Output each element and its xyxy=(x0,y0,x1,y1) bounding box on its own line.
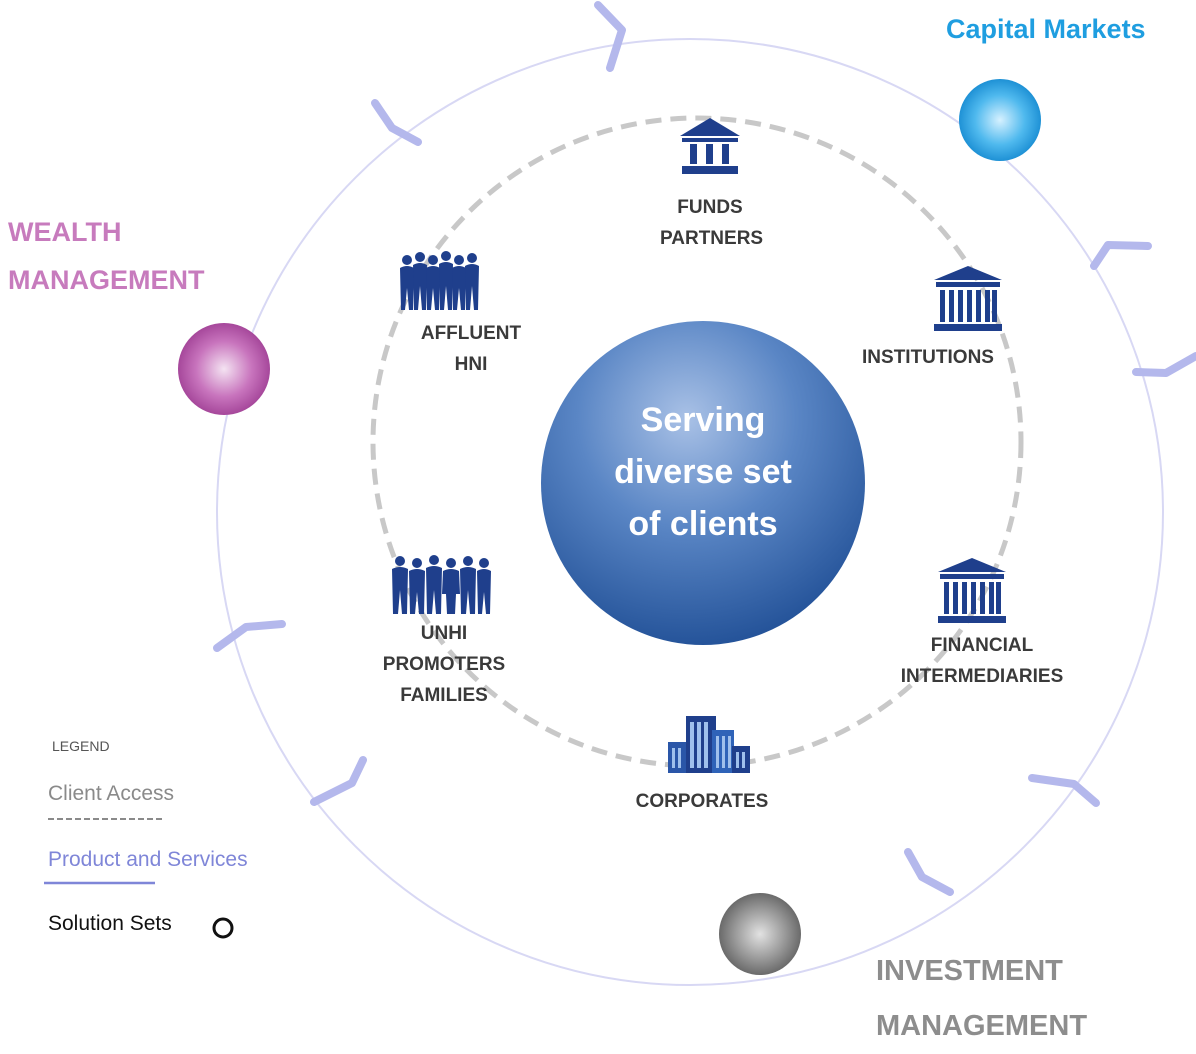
client-label-line: FINANCIAL xyxy=(930,635,1034,656)
ring-arrow xyxy=(310,756,367,806)
hub-label-line3: of clients xyxy=(628,505,778,543)
hub-label-line1: Serving xyxy=(640,401,766,439)
business-people-icon xyxy=(392,555,491,614)
client-label-line: PROMOTERS xyxy=(382,654,506,675)
ring-arrow xyxy=(594,1,626,72)
ring-arrow xyxy=(213,620,286,652)
product-services-ring xyxy=(216,38,1164,986)
legend-solution-sets-label: Solution Sets xyxy=(48,912,172,935)
hub-circle xyxy=(541,321,865,645)
client-label-line: HNI xyxy=(454,354,488,375)
legend-client-access-label: Client Access xyxy=(48,782,175,805)
wealth-management-ball xyxy=(178,323,270,415)
wealth-management-title: WEALTH MANAGEMENT xyxy=(8,208,205,304)
client-label-line: INTERMEDIARIES xyxy=(900,666,1064,687)
ring-arrow xyxy=(1132,352,1196,377)
columned-building-icon xyxy=(938,558,1006,623)
investment-management-title-line2: MANAGEMENT xyxy=(876,1010,1088,1042)
client-label-line: FAMILIES xyxy=(400,685,488,706)
client-label-line: AFFLUENT xyxy=(420,323,522,344)
columned-building-icon xyxy=(934,266,1002,331)
hub-label-line2: diverse set xyxy=(614,453,792,491)
investment-management-title: INVESTMENT MANAGEMENT xyxy=(876,944,1087,1054)
legend-solution-sets-swatch xyxy=(212,917,234,939)
investment-management-title-line1: INVESTMENT xyxy=(876,955,1063,987)
client-label-affluent-hni: AFFLUENT HNI xyxy=(396,318,546,380)
wealth-management-title-line1: WEALTH xyxy=(8,217,122,247)
ring-arrows xyxy=(213,1,1196,896)
legend-product-services-label: Product and Services xyxy=(48,848,248,871)
legend-title: LEGEND xyxy=(52,738,110,754)
client-label-financial-intermediaries: FINANCIAL INTERMEDIARIES xyxy=(874,630,1090,692)
ring-arrow xyxy=(371,99,422,146)
client-label-line: PARTNERS xyxy=(660,228,764,249)
capital-markets-title: Capital Markets xyxy=(946,14,1146,44)
client-label-funds-partners: FUNDS PARTNERS xyxy=(660,192,764,254)
client-label-line: CORPORATES xyxy=(635,791,769,812)
office-towers-icon xyxy=(668,716,750,773)
capital-markets-ball xyxy=(959,79,1041,161)
client-label-line: FUNDS xyxy=(677,197,743,218)
people-group-icon xyxy=(400,251,479,310)
hub-label: Serving diverse set of clients xyxy=(541,394,865,550)
bank-building-icon xyxy=(680,118,740,174)
investment-management-ball xyxy=(719,893,801,975)
client-label-line: INSTITUTIONS xyxy=(862,347,994,368)
wealth-management-title-line2: MANAGEMENT xyxy=(8,265,205,295)
ring-arrow xyxy=(1090,241,1152,270)
ring-arrow xyxy=(904,848,954,896)
client-label-institutions: INSTITUTIONS xyxy=(840,342,1016,373)
client-label-line: UNHI xyxy=(420,623,468,644)
ring-arrow xyxy=(1028,774,1100,807)
client-label-corporates: CORPORATES xyxy=(620,786,784,817)
client-label-unhi-promoters-families: UNHI PROMOTERS FAMILIES xyxy=(376,618,512,711)
